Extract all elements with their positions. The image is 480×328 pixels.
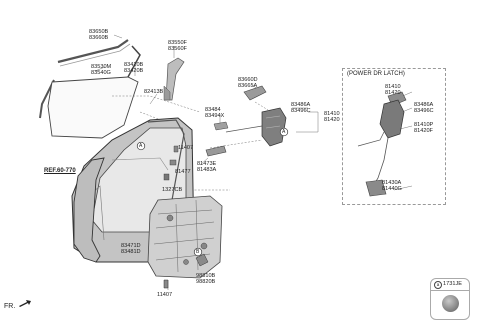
sash-trim-lower [163,85,171,101]
label-clip: 1327CB [162,187,183,193]
front-channel [39,79,55,119]
legend-code: 1731JE [443,281,462,287]
callout-a-latch-label: A [282,129,286,135]
legend-box: a 1731JE [430,278,470,320]
front-arrow-icon [19,300,31,307]
door-inner-rib-2 [111,157,169,171]
window-regulator [147,195,223,279]
power-latch-title: (POWER DR LATCH) [347,71,405,77]
callout-b-regulator [193,247,203,257]
regulator-detail [153,199,215,273]
callout-b-regulator-label: B [196,249,200,255]
power-latch-rod-2 [357,131,385,147]
callout-a-latch [279,127,289,137]
label-bolt-upper: 11407 [178,145,194,151]
legend-header: a 1731JE [431,279,469,291]
clip-part [163,173,170,181]
glass-run-channel-top-inner [59,43,131,67]
legend-circle-marker: a [434,281,442,289]
front-direction-label: FR. [4,303,16,310]
rod-line [225,125,263,133]
hinge-part [169,159,177,166]
ref-label: REF.60-770 [44,168,76,174]
bolt-lower [163,279,169,289]
bolt-upper [173,145,179,153]
seal-strip [243,85,267,101]
label-bolt-lower: 11407 [157,292,173,298]
label-glass: 82413B [144,89,164,95]
door-glass-edge [127,45,141,78]
door-glass [47,76,139,139]
plug-icon [442,295,459,312]
power-latch-box [342,68,446,205]
check-link [205,145,227,157]
label-hinge-part: 81477 [175,169,191,175]
power-latch [379,99,405,139]
callout-a-main [136,141,146,151]
stopper [195,253,209,267]
power-latch-motor [365,179,387,197]
weatherstrip-piece [213,121,229,131]
callout-a-main-label: A [139,143,143,149]
door-shell [73,157,105,263]
glass-run-channel-top [57,39,129,64]
